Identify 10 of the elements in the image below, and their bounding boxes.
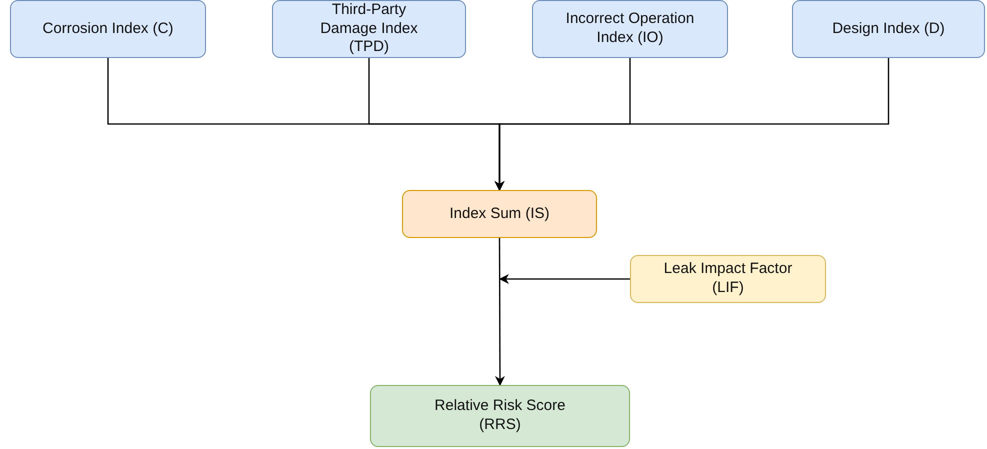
- connector-arrow: [499, 274, 630, 284]
- connector-arrow: [494, 58, 890, 191]
- process-box: Incorrect Operation Index (IO): [532, 0, 728, 58]
- process-box: Design Index (D): [792, 0, 985, 58]
- process-box: Relative Risk Score (RRS): [370, 385, 630, 447]
- connector-arrow: [494, 238, 505, 386]
- process-box: Corrosion Index (C): [10, 0, 206, 58]
- process-box: Index Sum (IS): [402, 190, 597, 238]
- process-box: Leak Impact Factor (LIF): [630, 255, 826, 303]
- process-box: Third-Party Damage Index (TPD): [272, 0, 466, 58]
